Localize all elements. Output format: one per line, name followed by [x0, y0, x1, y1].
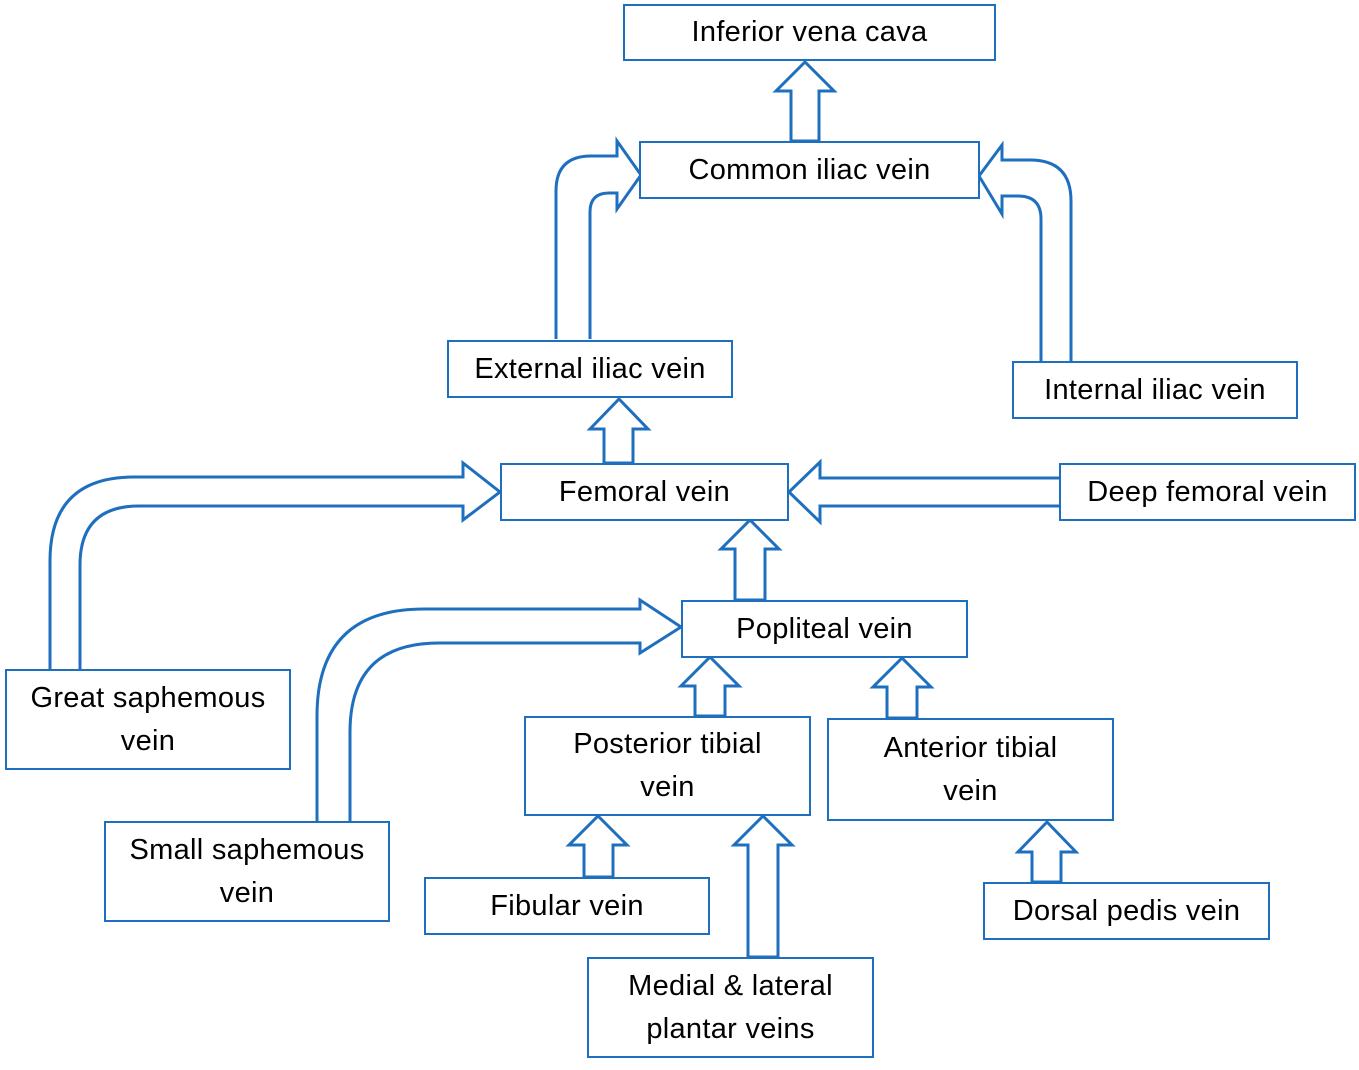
arrow-anterior-tibial-to-popliteal [869, 655, 935, 720]
node-label: Femoral vein [558, 475, 731, 508]
node-label: Inferior vena cava [691, 16, 928, 48]
node-plantar-veins: Medial & lateral plantar veins [587, 957, 874, 1058]
node-label: Popliteal vein [736, 612, 913, 645]
node-label: Internal iliac vein [1044, 373, 1266, 406]
arrow-dorsal-pedis-to-anterior-tibial [1014, 819, 1080, 884]
arrow-small-saphenous-to-popliteal [315, 597, 684, 821]
node-small-saphenous-vein: Small saphemous vein [104, 821, 390, 922]
node-femoral-vein: Femoral vein [500, 463, 789, 521]
node-dorsal-pedis-vein: Dorsal pedis vein [983, 882, 1270, 940]
node-label: Posterior tibial vein [573, 728, 762, 803]
arrow-great-saphenous-to-femoral [48, 459, 503, 669]
node-label: External iliac vein [474, 352, 706, 385]
arrow-internal-iliac-to-common-iliac [977, 140, 1073, 361]
node-anterior-tibial-vein: Anterior tibial vein [827, 718, 1114, 821]
node-label: Deep femoral vein [1087, 475, 1328, 508]
node-fibular-vein: Fibular vein [424, 877, 710, 935]
node-inferior-vena-cava: Inferior vena cava [623, 4, 996, 61]
arrow-fibular-to-posterior-tibial [565, 813, 631, 879]
arrow-plantar-to-posterior-tibial [730, 813, 796, 959]
node-deep-femoral-vein: Deep femoral vein [1059, 463, 1356, 521]
node-great-saphenous-vein: Great saphemous vein [5, 669, 291, 770]
node-label: Dorsal pedis vein [1012, 894, 1241, 927]
arrow-common-iliac-to-ivc [772, 59, 838, 143]
node-popliteal-vein: Popliteal vein [681, 600, 968, 658]
node-label: Great saphemous vein [30, 681, 266, 757]
node-common-iliac-vein: Common iliac vein [639, 141, 980, 199]
arrow-deep-femoral-to-femoral [786, 458, 1059, 526]
node-label: Medial & lateral plantar veins [628, 969, 833, 1045]
arrow-posterior-tibial-to-popliteal [677, 654, 743, 718]
node-label: Fibular vein [490, 889, 644, 922]
arrow-femoral-to-external-iliac [586, 396, 652, 465]
node-posterior-tibial-vein: Posterior tibial vein [524, 716, 811, 816]
node-internal-iliac-vein: Internal iliac vein [1012, 361, 1298, 419]
node-label: Anterior tibial vein [883, 731, 1058, 807]
node-label: Small saphemous vein [129, 833, 365, 909]
arrow-external-iliac-to-common-iliac [554, 136, 643, 339]
arrow-popliteal-to-femoral [717, 517, 783, 602]
node-label: Common iliac vein [688, 153, 931, 186]
node-external-iliac-vein: External iliac vein [447, 340, 733, 398]
